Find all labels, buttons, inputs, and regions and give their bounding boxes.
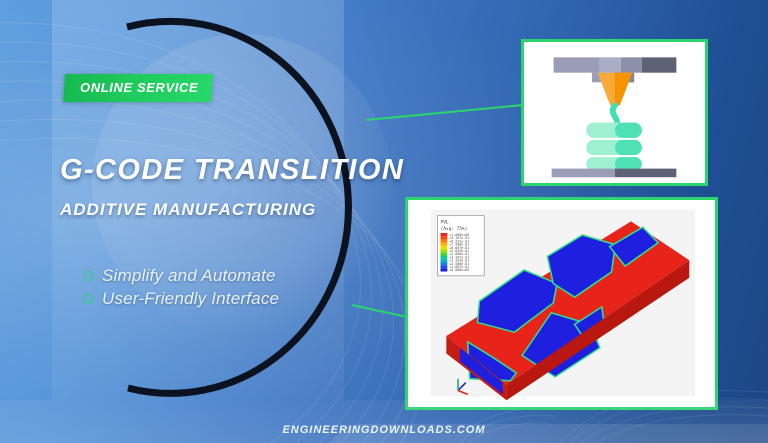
fea-result-image: PVL (Avg: 75%) — [408, 200, 715, 407]
svg-text:+4.167e-01: +4.167e-01 — [449, 255, 469, 259]
svg-text:+5.000e-01: +5.000e-01 — [449, 252, 469, 256]
svg-text:+0.000e+00: +0.000e+00 — [449, 268, 469, 272]
svg-text:+6.667e-01: +6.667e-01 — [449, 246, 469, 250]
fea-topology-card[interactable]: PVL (Avg: 75%) — [405, 197, 718, 410]
svg-text:+2.500e-01: +2.500e-01 — [449, 262, 469, 266]
svg-text:+1.667e-01: +1.667e-01 — [449, 265, 469, 269]
list-item-label: Simplify and Automate — [102, 266, 276, 285]
printer-illustration — [524, 42, 705, 183]
footer-website-label: ENGINEERINGDOWNLOADS.COM — [282, 424, 486, 436]
printer-illustration-card[interactable] — [521, 39, 708, 186]
online-service-badge-label: ONLINE SERVICE — [80, 80, 199, 95]
svg-text:+9.167e-01: +9.167e-01 — [449, 236, 469, 240]
page-title: G-CODE TRANSLITION — [60, 154, 405, 186]
svg-text:+8.333e-01: +8.333e-01 — [449, 239, 469, 243]
list-item-label: User-Friendly Interface — [102, 289, 280, 308]
list-item: User-Friendly Interface — [84, 289, 279, 309]
svg-text:(Avg: 75%): (Avg: 75%) — [441, 226, 468, 232]
svg-text:+3.333e-01: +3.333e-01 — [449, 259, 469, 263]
svg-text:PVL: PVL — [441, 219, 449, 225]
feature-list: Simplify and Automate User-Friendly Inte… — [84, 266, 279, 312]
svg-text:+1.000e+00: +1.000e+00 — [449, 233, 469, 237]
circle-outline-icon — [84, 271, 94, 281]
page-subtitle: ADDITIVE MANUFACTURING — [60, 200, 317, 219]
online-service-badge[interactable]: ONLINE SERVICE — [63, 74, 214, 102]
circle-outline-icon — [84, 294, 94, 304]
svg-text:+7.500e-01: +7.500e-01 — [449, 243, 469, 247]
list-item: Simplify and Automate — [84, 266, 279, 286]
svg-text:+5.833e-01: +5.833e-01 — [449, 249, 469, 253]
